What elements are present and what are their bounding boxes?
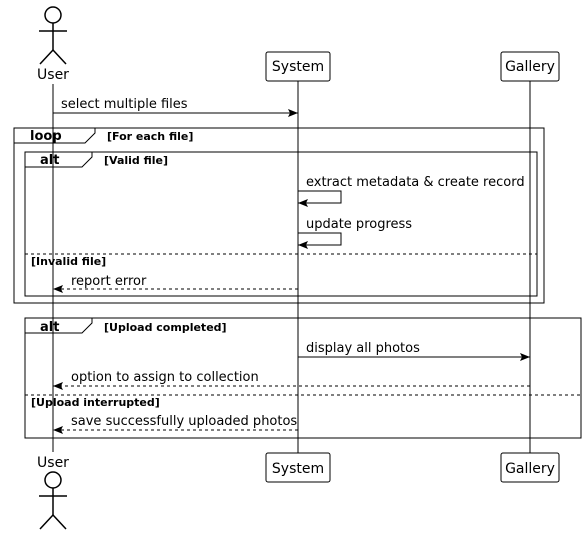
message-save-uploaded: save successfully uploaded photos (53, 414, 298, 434)
alt-frame-valid-file: alt [Valid file] [Invalid file] (24, 151, 538, 297)
system-participant-top: System (265, 51, 331, 82)
alt1-else-guard: [Invalid file] (31, 255, 106, 268)
loop-keyword: loop (30, 129, 62, 144)
actor-stick-figure-icon (39, 471, 67, 530)
message-update-progress: update progress (298, 217, 412, 249)
gallery-participant-top: Gallery (500, 51, 560, 82)
message-label: report error (71, 274, 147, 289)
alt2-guard: [Upload completed] (104, 321, 227, 334)
alt1-keyword: alt (40, 153, 59, 168)
alt2-keyword: alt (40, 320, 59, 335)
message-label: display all photos (306, 341, 420, 356)
user-label-top: User (37, 67, 69, 83)
actor-stick-figure-icon (39, 6, 67, 65)
message-extract-metadata: extract metadata & create record (298, 175, 525, 207)
loop-frame: loop [For each file] (13, 127, 545, 304)
system-label-bottom: System (272, 461, 324, 477)
message-label: extract metadata & create record (306, 175, 525, 190)
alt-frame-upload-completed: alt [Upload completed] [Upload interrupt… (24, 317, 582, 439)
gallery-participant-bottom: Gallery (500, 452, 560, 483)
message-label: select multiple files (61, 97, 188, 112)
message-assign-option: option to assign to collection (53, 370, 530, 390)
alt1-guard: [Valid file] (104, 154, 168, 167)
system-participant-bottom: System (265, 452, 331, 483)
message-label: option to assign to collection (71, 370, 259, 385)
gallery-label-top: Gallery (505, 59, 555, 75)
message-select-files: select multiple files (53, 97, 298, 117)
gallery-label-bottom: Gallery (505, 461, 555, 477)
message-label: save successfully uploaded photos (71, 414, 297, 429)
message-display-photos: display all photos (298, 341, 530, 361)
user-actor-top: User (37, 6, 69, 83)
message-label: update progress (306, 217, 412, 232)
system-label-top: System (272, 59, 324, 75)
user-actor-bottom: User (37, 455, 69, 530)
alt2-else-guard: [Upload interrupted] (31, 396, 160, 409)
user-label-bottom: User (37, 455, 69, 471)
message-report-error: report error (53, 274, 298, 293)
loop-guard: [For each file] (107, 130, 193, 143)
